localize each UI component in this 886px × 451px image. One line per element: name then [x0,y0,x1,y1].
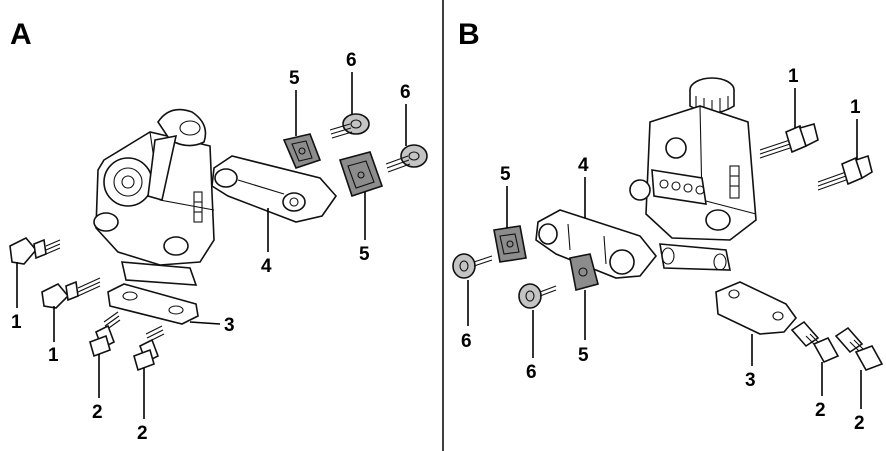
panel-b-part-6-screw-right [518,283,557,309]
panel-a-callout-4: 4 [261,256,272,277]
panel-a: A [9,18,428,444]
panel-b-part-3-clamp [715,281,798,335]
panel-b-callout-1-upper: 1 [788,66,799,87]
panel-a-part-6-screw-upper [329,113,370,139]
panel-b-part-5-pad-left [493,225,527,263]
panel-a-callout-5-upper: 5 [289,68,300,89]
panel-a-part-1-bolt-upper [9,237,61,265]
panel-a-callout-5-lower: 5 [359,244,370,265]
panel-a-part-4-bracket [211,155,338,223]
panel-b-part-5-pad-right [569,253,599,292]
panel-a-part-3-base-plate [107,283,199,325]
panel-a-part-5-pad-lower [338,151,384,198]
panel-b-callout-2-right: 2 [854,413,865,434]
panel-b-callout-6-left: 6 [461,331,472,352]
panel-a-label: A [10,18,32,51]
panel-b-part-2-bolt-right [834,326,884,371]
panel-b: B [452,18,884,434]
panel-b-part-2-bolt-left [790,320,840,364]
panel-a-part-1-bolt-lower [41,277,101,309]
panel-a-callout-1-right: 1 [48,345,59,366]
panel-a-leader-3 [189,321,221,325]
panel-b-callout-1-lower: 1 [850,97,861,118]
panel-a-callout-3: 3 [224,315,235,336]
panel-b-callout-3: 3 [745,370,756,391]
panel-b-callout-5-right: 5 [578,345,589,366]
panel-b-callout-2-left: 2 [815,400,826,421]
panel-a-part-6-screw-lower [385,144,428,173]
panel-b-part-1-bolt-upper [759,123,819,159]
panel-a-callout-2-left: 2 [92,402,103,423]
panel-a-main-housing [93,108,215,286]
panel-b-part-4-bracket [535,209,658,279]
panel-b-part-1-bolt-lower [817,154,873,191]
panel-a-part-5-pad-upper [282,133,322,169]
panel-a-part-2-bolt-left [89,311,121,358]
panel-a-callout-6-lower: 6 [400,82,411,103]
panel-b-part-6-screw-left [452,253,493,279]
panel-b-callout-4: 4 [578,155,589,176]
panel-a-callout-6-upper: 6 [346,50,357,71]
panel-b-main-housing [629,77,757,271]
panel-a-part-2-bolt-right [133,325,165,372]
panel-b-label: B [458,18,480,51]
panel-b-callout-6-right: 6 [526,362,537,383]
panel-b-callout-5-left: 5 [500,164,511,185]
panel-a-callout-2-right: 2 [137,423,148,444]
panel-a-callout-1-left: 1 [11,312,22,333]
